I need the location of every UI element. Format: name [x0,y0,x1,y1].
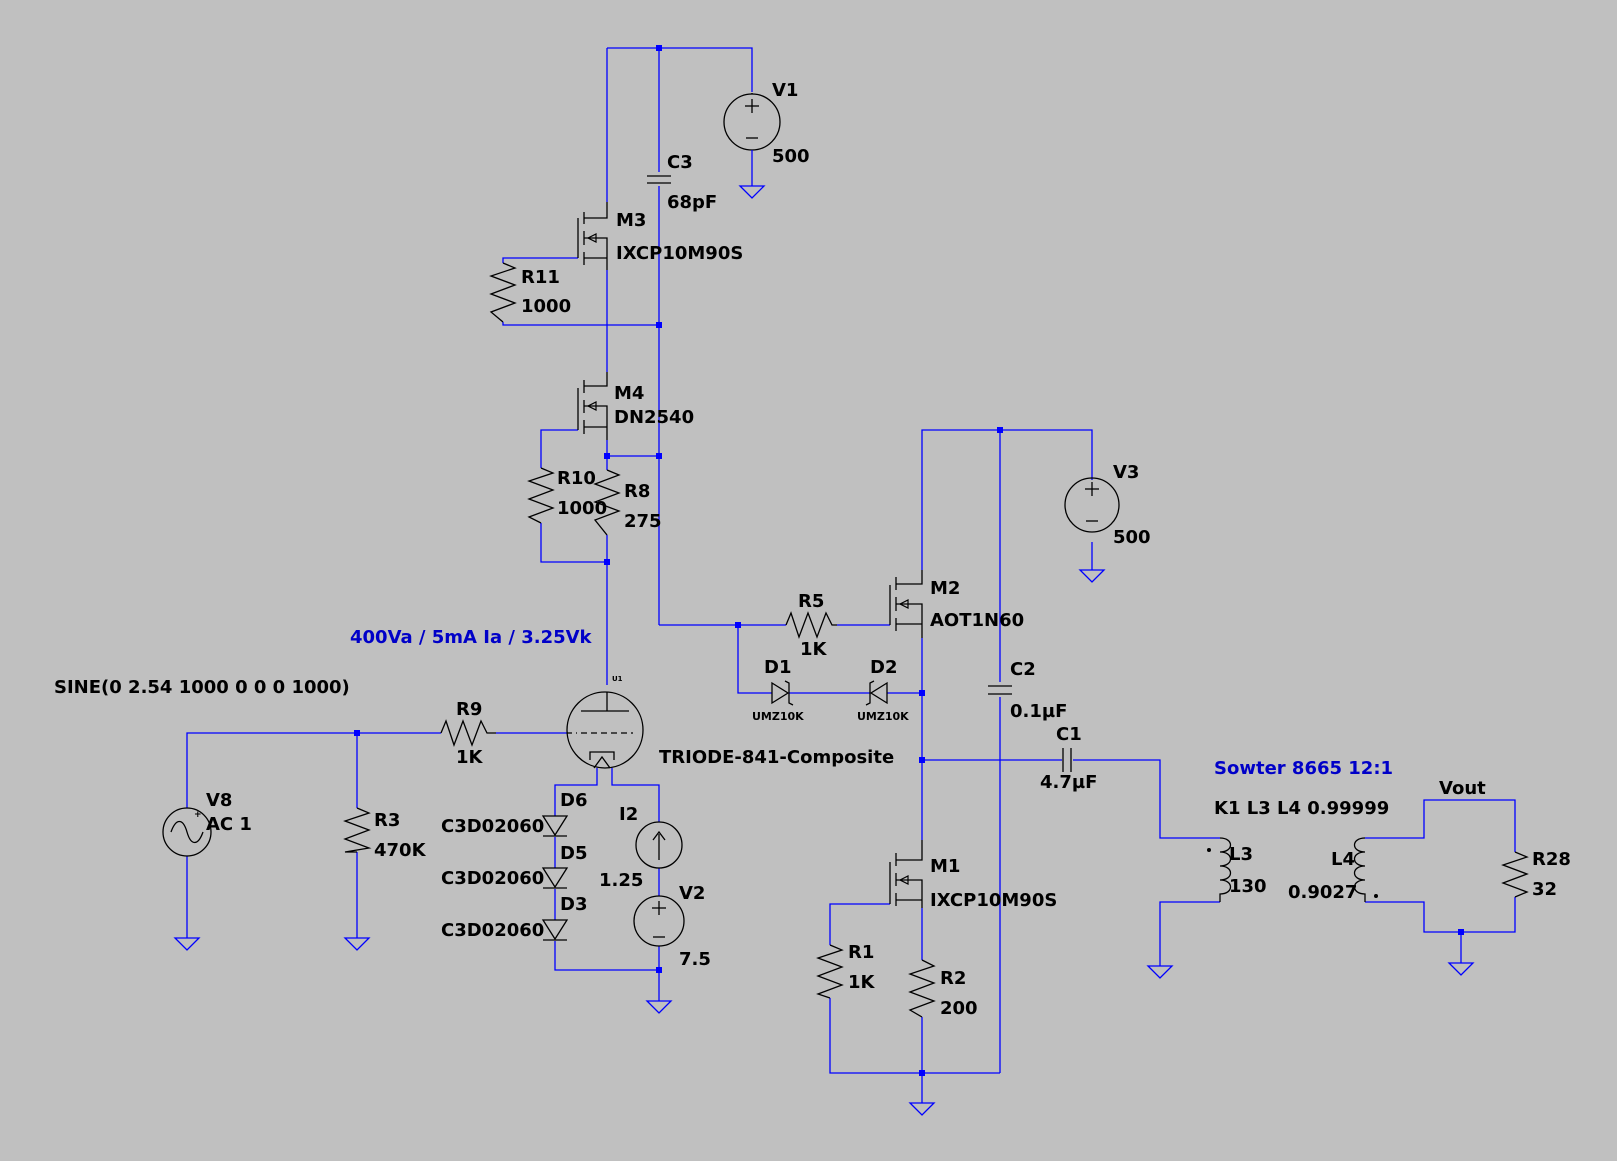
r5-value: 1K [800,639,828,660]
diode-d3[interactable]: D3 C3D02060 [441,894,587,941]
sine-source-spec: SINE(0 2.54 1000 0 0 0 1000) [54,677,350,698]
vout-label: Vout [1439,778,1486,799]
v2-name: V2 [679,883,705,904]
voltage-source-v3[interactable]: V3 500 [1064,462,1151,548]
v8-plus-icon: + [194,810,202,820]
c1-value: 4.7µF [1040,772,1097,793]
d5-name: D5 [560,843,587,864]
r10-value: 1000 [557,498,607,519]
d6-name: D6 [560,790,587,811]
ac-source-v8[interactable]: + V8 AC 1 [162,790,252,857]
zener-diode-d1[interactable]: D1 UMZ10K [752,657,804,723]
resistor-r2[interactable]: R2 200 [908,959,978,1019]
l4-value: 0.9027 [1288,882,1357,903]
v1-value: 500 [772,146,810,167]
d6-value: C3D02060 [441,816,544,837]
resistor-r8[interactable]: R8 275 [593,469,662,536]
resistor-r1[interactable]: R1 1K [816,942,876,999]
r9-value: 1K [456,747,484,768]
l3-value: 130 [1229,876,1267,897]
mosfet-m2[interactable]: M2 AOT1N60 [889,570,1024,638]
r28-value: 32 [1532,879,1557,900]
zener-diode-d2[interactable]: D2 UMZ10K [857,657,909,723]
diode-d6[interactable]: D6 C3D02060 [441,790,587,837]
mosfet-m3[interactable]: M3 IXCP10M90S [577,202,743,270]
c3-value: 68pF [667,192,717,213]
d3-name: D3 [560,894,587,915]
operating-point-note: 400Va / 5mA Ia / 3.25Vk [350,627,593,648]
c2-name: C2 [1010,659,1036,680]
r2-value: 200 [940,998,978,1019]
capacitor-c1[interactable]: C1 4.7µF [1040,724,1097,793]
v8-name: V8 [206,790,232,811]
r5-name: R5 [798,591,824,612]
r1-name: R1 [848,942,874,963]
diode-d5[interactable]: D5 C3D02060 [441,843,587,889]
d1-value: UMZ10K [752,710,804,723]
r10-name: R10 [557,468,596,489]
c2-value: 0.1µF [1010,701,1067,722]
junctions [354,45,1464,1076]
d1-name: D1 [764,657,791,678]
v8-value: AC 1 [206,814,252,835]
capacitor-c2[interactable]: C2 0.1µF [988,659,1067,722]
u1-name: U1 [612,675,623,683]
inductor-l4[interactable]: L4 0.9027 [1288,837,1378,903]
l4-name: L4 [1331,849,1355,870]
annotations: 400Va / 5mA Ia / 3.25Vk SINE(0 2.54 1000… [54,627,1486,819]
mosfet-m1[interactable]: M1 IXCP10M90S [889,840,1057,911]
inductor-l3[interactable]: L3 130 [1207,837,1267,902]
v3-name: V3 [1113,462,1139,483]
u1-value: TRIODE-841-Composite [659,747,894,768]
resistor-r9[interactable]: R9 1K [440,699,496,768]
c3-name: C3 [667,152,693,173]
mosfet-m4[interactable]: M4 DN2540 [577,372,694,440]
wires [186,47,1516,1095]
voltage-source-v1[interactable]: V1 500 [723,80,810,167]
resistor-r10[interactable]: R10 1000 [527,467,607,524]
resistor-r5[interactable]: R5 1K [785,591,837,660]
m3-value: IXCP10M90S [616,243,743,264]
r3-value: 470K [374,840,427,861]
m1-name: M1 [930,856,960,877]
m3-name: M3 [616,210,646,231]
c1-name: C1 [1056,724,1082,745]
l3-name: L3 [1229,844,1253,865]
triode-u1[interactable]: U1 TRIODE-841-Composite [566,675,894,769]
m4-value: DN2540 [614,407,694,428]
r11-name: R11 [521,267,560,288]
voltage-source-v2[interactable]: V2 7.5 [633,883,711,970]
capacitor-c3[interactable]: C3 68pF [647,152,717,213]
current-source-i2[interactable]: I2 1.25 [599,804,683,891]
r28-name: R28 [1532,849,1571,870]
m1-value: IXCP10M90S [930,890,1057,911]
resistor-r3[interactable]: R3 470K [343,807,427,861]
v1-name: V1 [772,80,798,101]
i2-value: 1.25 [599,870,643,891]
r1-value: 1K [848,972,876,993]
i2-name: I2 [619,804,638,825]
r8-name: R8 [624,481,650,502]
r9-name: R9 [456,699,482,720]
r8-value: 275 [624,511,662,532]
m4-name: M4 [614,383,644,404]
m2-name: M2 [930,578,960,599]
v2-value: 7.5 [679,949,711,970]
d2-value: UMZ10K [857,710,909,723]
transformer-note: Sowter 8665 12:1 [1214,758,1393,779]
d5-value: C3D02060 [441,868,544,889]
resistor-r11[interactable]: R11 1000 [489,262,571,323]
r3-name: R3 [374,810,400,831]
d2-name: D2 [870,657,897,678]
m2-value: AOT1N60 [930,610,1024,631]
r2-name: R2 [940,968,966,989]
coupling-directive: K1 L3 L4 0.99999 [1214,798,1389,819]
v3-value: 500 [1113,527,1151,548]
resistor-r28[interactable]: R28 32 [1501,849,1571,900]
r11-value: 1000 [521,296,571,317]
d3-value: C3D02060 [441,920,544,941]
